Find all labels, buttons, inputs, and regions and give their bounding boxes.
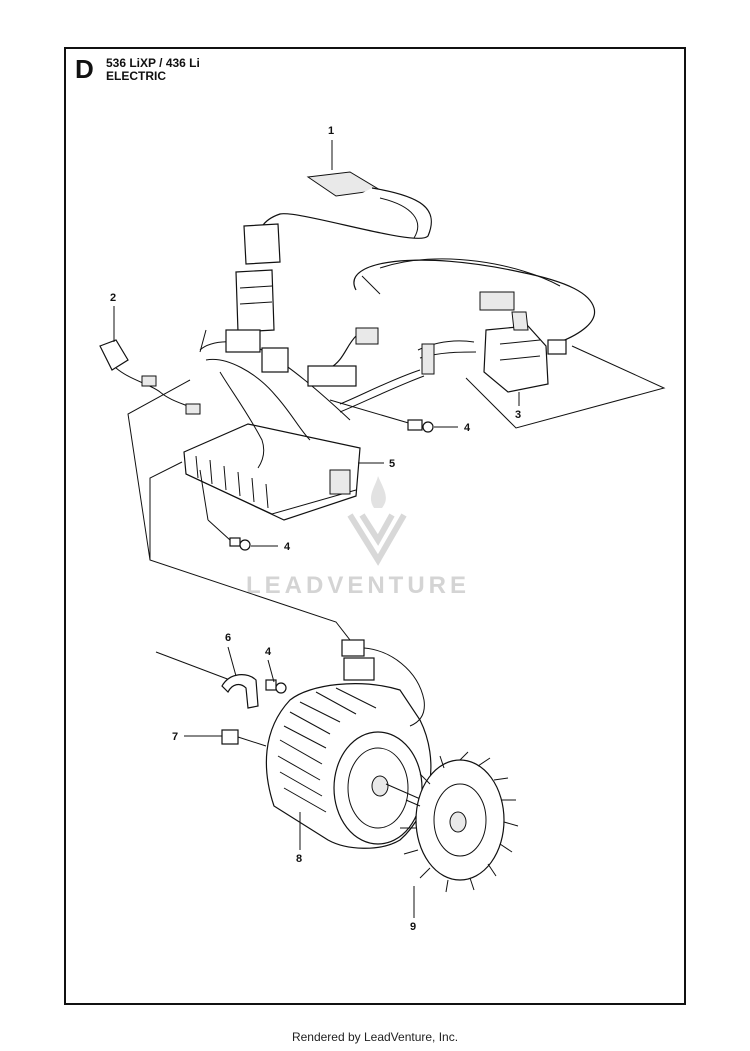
callout-8: 8	[296, 853, 302, 865]
callout-1: 1	[328, 125, 334, 137]
callout-4: 4	[284, 541, 291, 553]
motor-part	[265, 639, 451, 849]
connector-wire-part	[99, 339, 201, 415]
wire-harness	[329, 258, 596, 413]
exploded-view-lines	[127, 329, 351, 681]
callout-leaders	[113, 140, 520, 918]
diagram-frame	[64, 47, 686, 1005]
callout-5: 5	[389, 458, 395, 470]
footer-credit: Rendered by LeadVenture, Inc.	[291, 1030, 459, 1044]
watermark-logo	[347, 476, 407, 566]
callout-9: 9	[410, 921, 416, 933]
control-board-part	[183, 329, 361, 521]
callout-2: 2	[110, 292, 116, 304]
ribbon-cable-part	[235, 171, 432, 333]
screw-part	[265, 679, 287, 694]
trigger-switch-part	[465, 311, 666, 429]
section-letter: D	[75, 54, 94, 84]
callout-6: 6	[225, 632, 231, 644]
fan-part	[400, 751, 519, 893]
screw-part	[207, 519, 251, 551]
callout-7: 7	[172, 731, 178, 743]
cable-clamp-part	[221, 674, 259, 709]
watermark: LEADVENTURE	[246, 572, 471, 599]
section-title: ELECTRIC	[106, 69, 166, 83]
callout-4: 4	[464, 422, 471, 434]
callout-4: 4	[265, 646, 272, 658]
callout-3: 3	[515, 409, 521, 421]
model-title: 536 LiXP / 436 Li	[106, 56, 200, 70]
screw-part	[329, 399, 434, 433]
bolt-part	[196, 729, 267, 747]
